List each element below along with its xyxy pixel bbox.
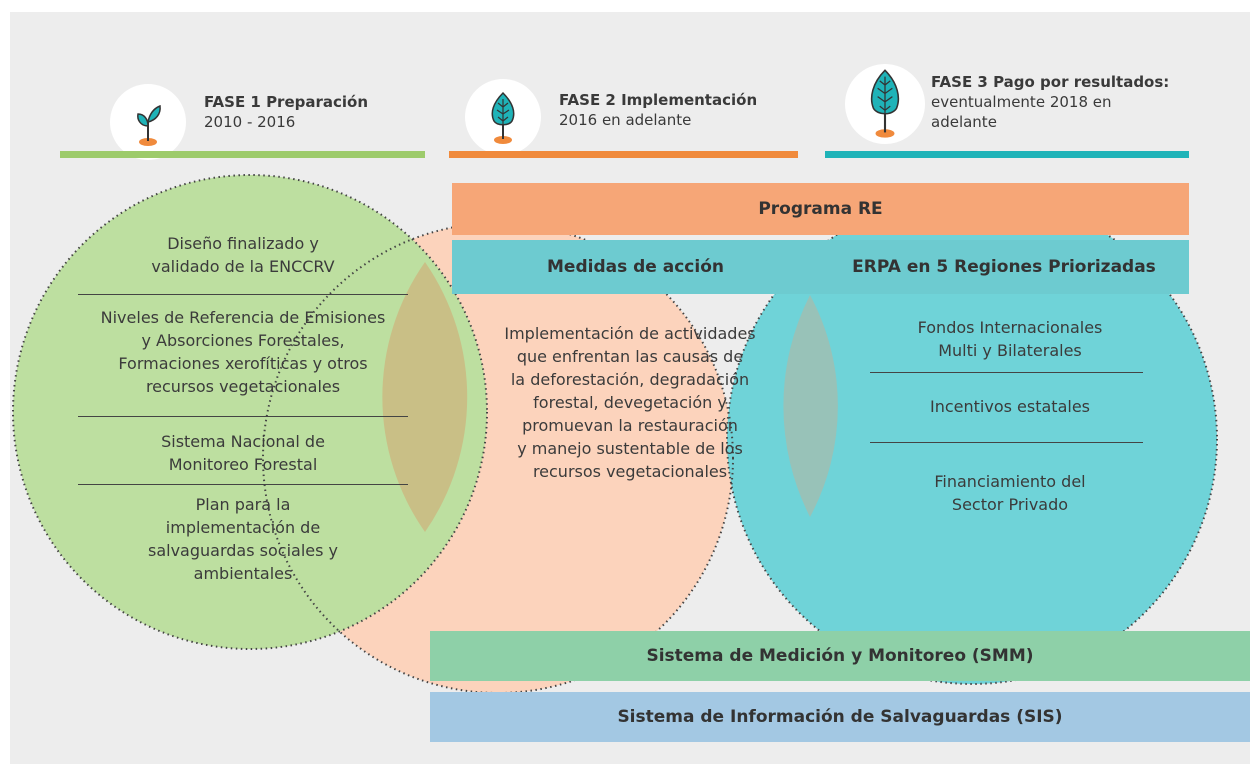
circle2-text: Implementación de actividades que enfren… (455, 322, 805, 483)
circle1-item2-line3: Formaciones xerofíticas y otros (118, 354, 368, 373)
medidas-label: Medidas de acción (547, 257, 724, 277)
circle2-line1: Implementación de actividades (504, 324, 756, 343)
circle-peach-outline (262, 222, 734, 694)
circle1-item1-line1: Diseño finalizado y (167, 234, 319, 253)
phase-2-title: FASE 2 Implementación 2016 en adelante (559, 90, 757, 130)
phase-3-label: FASE 3 Pago por resultados: (931, 73, 1170, 91)
circle3-item3-line1: Financiamiento del (934, 472, 1086, 491)
erpa-label: ERPA en 5 Regiones Priorizadas (852, 257, 1156, 277)
overlap-green-peach (382, 262, 468, 532)
sprout-icon (110, 84, 186, 160)
phase-3-bar (825, 151, 1189, 158)
circle2-line6: y manejo sustentable de los (517, 439, 743, 458)
circle3-item3-line2: Sector Privado (951, 495, 1069, 514)
circle3-item-financiamiento: Financiamiento del Sector Privado (865, 470, 1155, 516)
circle-green (13, 175, 487, 649)
circle1-item4-line4: ambientales (193, 564, 293, 583)
divider-line (78, 294, 408, 295)
circle2-line2: que enfrentan las causas de (516, 347, 744, 366)
circle2-line7: recursos vegetacionales (532, 462, 728, 481)
circle3-item1-line1: Fondos Internacionales (917, 318, 1103, 337)
circle1-item-niveles: Niveles de Referencia de Emisiones y Abs… (73, 306, 413, 398)
circle1-item2-line1: Niveles de Referencia de Emisiones (100, 308, 386, 327)
phase-3-title: FASE 3 Pago por resultados: eventualment… (931, 72, 1169, 132)
circle-teal (727, 194, 1217, 684)
phase-1-bar (60, 151, 425, 158)
phase-2-years: 2016 en adelante (559, 111, 692, 129)
circle1-item4-line3: salvaguardas sociales y (148, 541, 338, 560)
phase-2-bar (449, 151, 798, 158)
young-tree-icon (465, 79, 541, 155)
venn-circles (12, 174, 1218, 694)
circle3-item-incentivos: Incentivos estatales (865, 395, 1155, 418)
sis-band: Sistema de Información de Salvaguardas (… (430, 692, 1250, 742)
circle-teal-outline (726, 193, 1218, 685)
circle1-item-snmf: Sistema Nacional de Monitoreo Forestal (78, 430, 408, 476)
programa-re-label: Programa RE (758, 199, 883, 219)
circle-green-outline (12, 174, 488, 650)
circle1-item-plan: Plan para la implementación de salvaguar… (78, 493, 408, 585)
phase-3-years-line2: adelante (931, 113, 997, 131)
tree-icon (845, 64, 925, 144)
circle3-item-fondos: Fondos Internacionales Multi y Bilateral… (865, 316, 1155, 362)
circle1-item4-line1: Plan para la (195, 495, 291, 514)
circle1-item2-line2: y Absorciones Forestales, (141, 331, 345, 350)
erpa-band: ERPA en 5 Regiones Priorizadas (819, 240, 1189, 294)
smm-band: Sistema de Medición y Monitoreo (SMM) (430, 631, 1250, 681)
phase-1-years: 2010 - 2016 (204, 113, 296, 131)
circle1-item2-line4: recursos vegetacionales (145, 377, 341, 396)
circle1-item3-line2: Monitoreo Forestal (168, 455, 318, 474)
circle3-item2-line1: Incentivos estatales (930, 397, 1090, 416)
programa-re-band: Programa RE (452, 183, 1189, 235)
circle3-item1-line2: Multi y Bilaterales (938, 341, 1082, 360)
overlap-peach-teal (783, 295, 838, 517)
circle1-item4-line2: implementación de (165, 518, 321, 537)
divider-line (870, 372, 1143, 373)
circle1-item1-line2: validado de la ENCCRV (151, 257, 335, 276)
medidas-band: Medidas de acción (452, 240, 819, 294)
phase-1-title: FASE 1 Preparación 2010 - 2016 (204, 92, 368, 132)
phase-1-label: FASE 1 Preparación (204, 93, 369, 111)
divider-line (870, 442, 1143, 443)
circle1-item-encc: Diseño finalizado y validado de la ENCCR… (78, 232, 408, 278)
circle2-line4: forestal, devegetación y (533, 393, 727, 412)
circle2-line5: promuevan la restauración (522, 416, 738, 435)
smm-label: Sistema de Medición y Monitoreo (SMM) (646, 646, 1034, 666)
circle1-item3-line1: Sistema Nacional de (161, 432, 325, 451)
sis-label: Sistema de Información de Salvaguardas (… (617, 707, 1063, 727)
diagram-canvas: FASE 1 Preparación 2010 - 2016 FASE 2 Im… (10, 12, 1250, 764)
divider-line (78, 416, 408, 417)
divider-line (78, 484, 408, 485)
phase-3-years-line1: eventualmente 2018 en (931, 93, 1112, 111)
circle2-line3: la deforestación, degradación (510, 370, 750, 389)
phase-2-label: FASE 2 Implementación (559, 91, 758, 109)
